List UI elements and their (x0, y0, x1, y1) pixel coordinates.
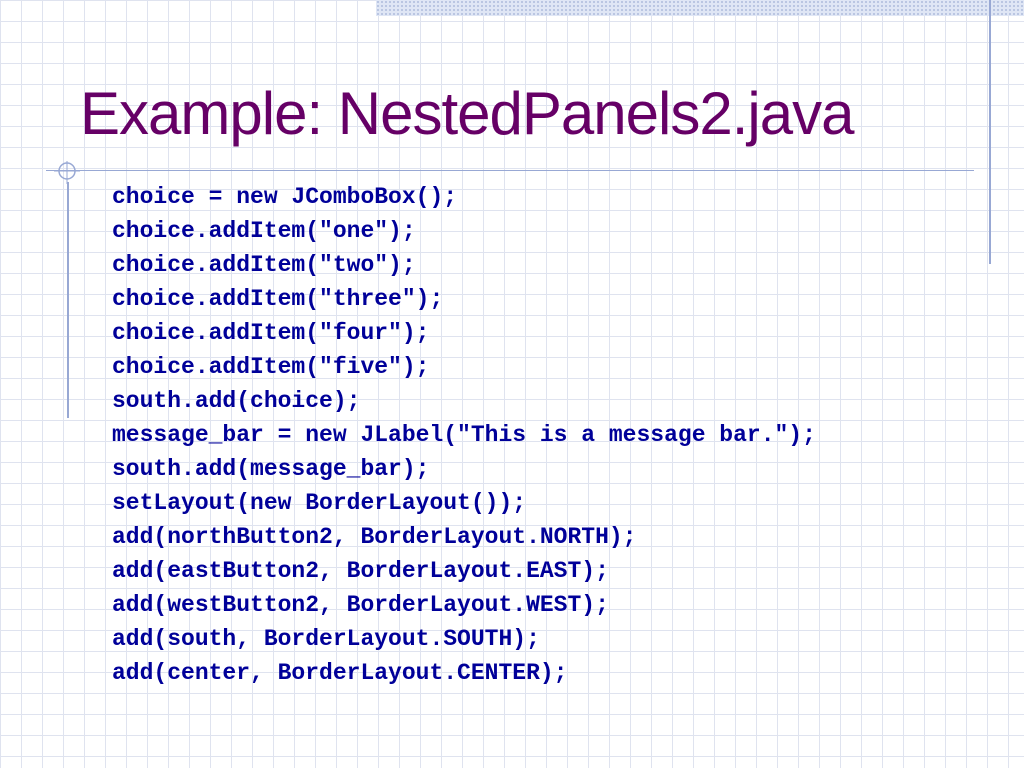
code-line: choice.addItem("four"); (112, 320, 430, 346)
right-decorative-line (989, 0, 991, 264)
code-line: choice.addItem("three"); (112, 286, 444, 312)
code-line: setLayout(new BorderLayout()); (112, 490, 527, 516)
code-line: add(south, BorderLayout.SOUTH); (112, 626, 540, 652)
code-line: message_bar = new JLabel("This is a mess… (112, 422, 816, 448)
left-decorative-line (67, 182, 69, 418)
title-underline (46, 170, 974, 171)
code-line: choice.addItem("one"); (112, 218, 416, 244)
code-listing: choice = new JComboBox(); choice.addItem… (112, 180, 1012, 690)
code-line: south.add(choice); (112, 388, 361, 414)
crosshair-icon (54, 161, 80, 184)
code-line: choice.addItem("two"); (112, 252, 416, 278)
code-line: choice = new JComboBox(); (112, 184, 458, 210)
code-line: add(westButton2, BorderLayout.WEST); (112, 592, 609, 618)
code-line: add(northButton2, BorderLayout.NORTH); (112, 524, 637, 550)
code-line: south.add(message_bar); (112, 456, 430, 482)
top-decorative-band (376, 0, 1024, 16)
slide-title: Example: NestedPanels2.java (80, 80, 854, 147)
code-line: choice.addItem("five"); (112, 354, 430, 380)
code-line: add(center, BorderLayout.CENTER); (112, 660, 568, 686)
code-line: add(eastButton2, BorderLayout.EAST); (112, 558, 609, 584)
